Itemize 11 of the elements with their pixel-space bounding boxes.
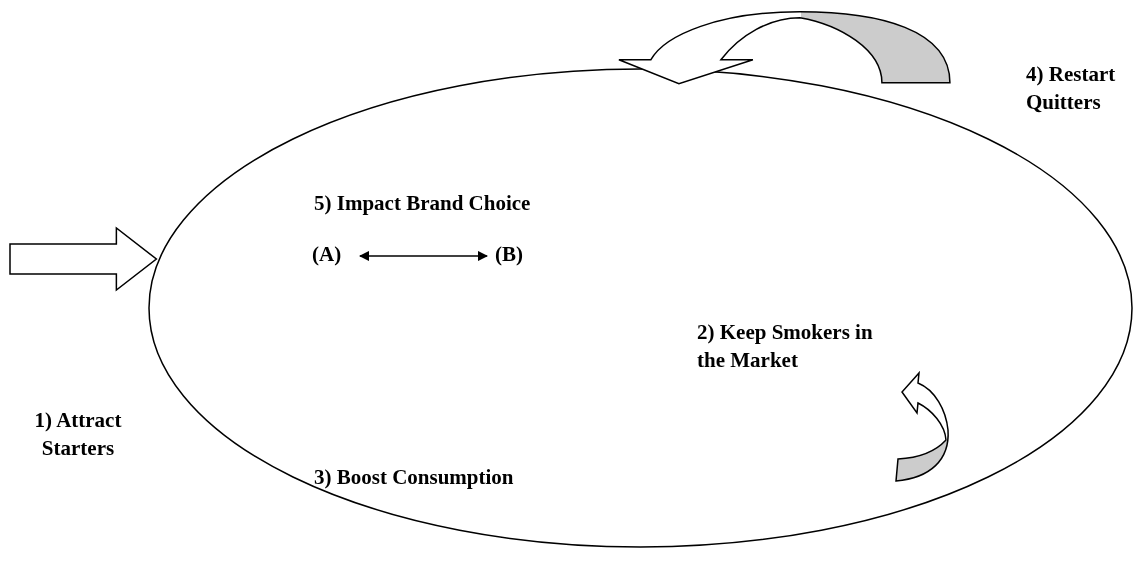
label-text: 1) Attract Starters xyxy=(33,407,123,462)
curved-block-arrow xyxy=(618,11,951,85)
node-label: (A) xyxy=(312,240,342,268)
block-arrow xyxy=(9,226,158,292)
label-text: 2) Keep Smokers in the Market xyxy=(697,319,874,374)
label-text: 5) Impact Brand Choice xyxy=(314,190,532,217)
ellipse xyxy=(148,68,1133,548)
label-text: 4) Restart Quitters xyxy=(1026,61,1117,116)
double-arrow xyxy=(358,250,489,262)
node-label: (B) xyxy=(495,240,523,268)
label-text: 3) Boost Consumption xyxy=(314,464,515,491)
